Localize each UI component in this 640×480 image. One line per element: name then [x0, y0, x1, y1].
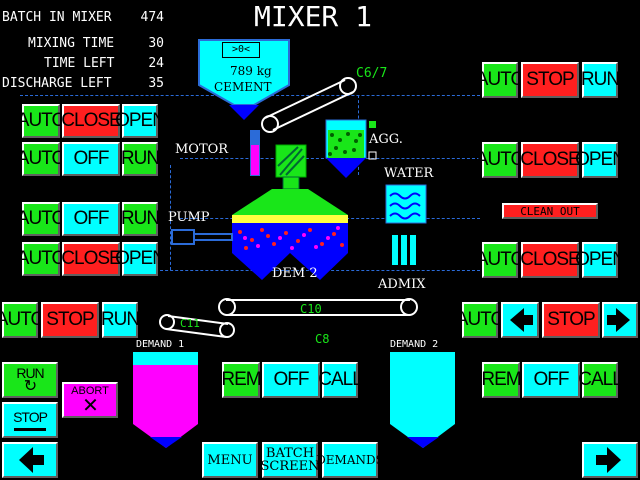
c67-run-button[interactable]: RUN — [581, 62, 620, 98]
stat-value-discharge: 35 — [148, 76, 164, 91]
batch-screen-button[interactable]: BATCH SCREEN — [261, 442, 320, 478]
demand1-call-button[interactable]: CALL — [318, 362, 363, 398]
stop-bar-icon — [14, 427, 46, 431]
c11-auto-button[interactable]: AUTO — [0, 302, 45, 338]
label-agg: AGG. — [369, 132, 403, 147]
demand2-off-button[interactable]: OFF — [522, 362, 580, 398]
label-motor: MOTOR — [175, 142, 229, 157]
admix-close-button[interactable]: CLOSE — [520, 242, 581, 278]
cement-close-button[interactable]: CLOSE — [61, 104, 122, 138]
demand2-rem-button[interactable]: REM — [481, 362, 522, 398]
pump-off-button[interactable]: OFF — [62, 202, 120, 236]
agg-open-button[interactable]: OPEN — [575, 142, 626, 178]
label-c10: C10 — [300, 302, 322, 316]
c10-stop-button[interactable]: STOP — [542, 302, 600, 338]
pump — [171, 229, 195, 245]
demands-button[interactable]: DEMANDS — [316, 442, 384, 478]
label-pump: PUMP — [168, 210, 210, 225]
prev-screen-button[interactable] — [2, 442, 58, 478]
menu-button[interactable]: MENU — [202, 442, 258, 478]
cement-open-button[interactable]: OPEN — [115, 104, 166, 138]
abort-label: ABORT — [71, 384, 109, 397]
stat-value-timeleft: 24 — [148, 56, 164, 71]
left-arrow-icon — [19, 447, 44, 473]
cement-weight: 789 kg — [230, 64, 272, 78]
mix-run-label: RUN — [16, 365, 44, 381]
next-screen-button[interactable] — [582, 442, 638, 478]
mixer-gate-open-button[interactable]: OPEN — [115, 242, 166, 276]
label-c11: C11 — [180, 317, 200, 330]
mix-stop-label: STOP — [13, 408, 48, 425]
page-title: MIXER 1 — [254, 0, 373, 33]
cement-label: CEMENT — [214, 80, 272, 94]
agg-auto-button[interactable]: AUTO — [476, 142, 525, 178]
motor-off-button[interactable]: OFF — [62, 142, 120, 176]
mixer-gate-auto-button[interactable]: AUTO — [17, 242, 66, 276]
demand1-off-button[interactable]: OFF — [262, 362, 320, 398]
label-demand1: DEMAND 1 — [136, 339, 185, 350]
right-arrow-icon — [596, 447, 621, 473]
cement-auto-button[interactable]: AUTO — [17, 104, 66, 138]
mixer-gate-close-button[interactable]: CLOSE — [61, 242, 122, 276]
stat-value-mixing: 30 — [148, 36, 164, 51]
stat-value-batch: 474 — [140, 10, 164, 25]
mix-stop-button[interactable]: STOP — [2, 402, 58, 438]
c11-run-button[interactable]: RUN — [101, 302, 140, 338]
agg-close-button[interactable]: CLOSE — [520, 142, 581, 178]
right-arrow-icon — [607, 308, 630, 332]
c10-right-button[interactable] — [602, 302, 638, 338]
c10-left-button[interactable] — [501, 302, 539, 338]
c67-stop-button[interactable]: STOP — [521, 62, 579, 98]
label-c67: C6/7 — [356, 66, 388, 81]
label-dem2: DEM 2 — [272, 266, 318, 281]
stat-label-mixing: MIXING TIME — [28, 36, 115, 51]
stat-label-discharge: DISCHARGE LEFT — [2, 76, 112, 91]
admix-tanks — [392, 235, 416, 265]
label-c8: C8 — [315, 332, 330, 346]
abort-button[interactable]: ABORT ✕ — [62, 382, 118, 418]
motor-auto-button[interactable]: AUTO — [17, 142, 66, 176]
c11-stop-button[interactable]: STOP — [41, 302, 99, 338]
cement-zero-button[interactable]: >0< — [222, 42, 260, 58]
stat-label-batch: BATCH IN MIXER — [2, 10, 112, 25]
left-arrow-icon — [510, 308, 533, 332]
c67-auto-button[interactable]: AUTO — [476, 62, 525, 98]
demand1-rem-button[interactable]: REM — [221, 362, 262, 398]
admix-auto-button[interactable]: AUTO — [476, 242, 525, 278]
stat-label-timeleft: TIME LEFT — [44, 56, 115, 71]
label-demand2: DEMAND 2 — [390, 339, 439, 350]
cross-icon: ✕ — [82, 394, 99, 417]
admix-open-button[interactable]: OPEN — [575, 242, 626, 278]
mixer-body — [232, 189, 348, 215]
c10-auto-button[interactable]: AUTO — [456, 302, 505, 338]
pump-auto-button[interactable]: AUTO — [17, 202, 66, 236]
label-admix: ADMIX — [378, 277, 426, 292]
label-water: WATER — [384, 166, 434, 181]
demand2-call-button[interactable]: CALL — [578, 362, 623, 398]
clean-out-button[interactable]: CLEAN OUT — [502, 203, 598, 219]
rotate-icon: ↻ — [23, 378, 37, 395]
motor-run-button[interactable]: RUN — [121, 142, 160, 176]
pump-run-button[interactable]: RUN — [121, 202, 160, 236]
mix-run-button[interactable]: RUN ↻ — [2, 362, 58, 398]
demand2-silo — [390, 352, 455, 424]
